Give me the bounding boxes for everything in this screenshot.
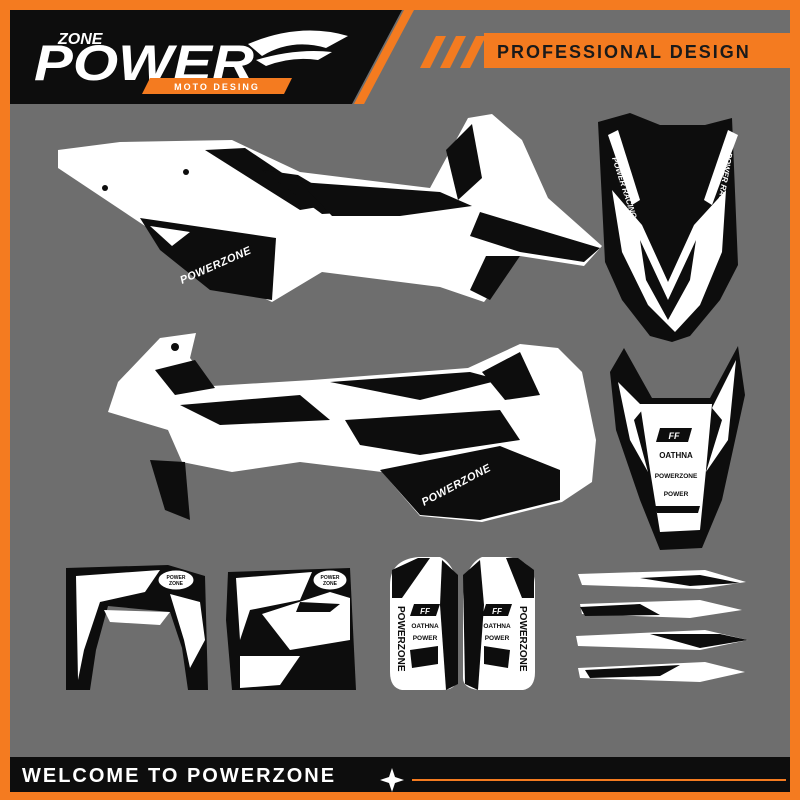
side-plate-slash [236,572,312,640]
fork-left-badge [410,604,440,616]
brand-logo: ZONE POWER MOTO DESING [33,30,348,94]
shroud-top-tail [470,256,520,300]
logo-block-edge [354,10,414,104]
shroud-top: POWERZONE [58,114,602,302]
side-plate-slash [240,656,300,688]
slash-accent [460,36,486,68]
slash-accent [420,36,446,68]
swingarm-strips [576,570,748,682]
front-fender-line [704,130,738,205]
header: ZONE POWER MOTO DESING PROFESSIONAL DESI… [10,10,790,104]
logo-bar-text: MOTO DESING [174,82,260,92]
swingarm-strip-accent [585,665,680,678]
front-plate-slash [104,610,170,625]
fork-right-stripe [484,646,510,668]
rear-fender-lightning [706,360,736,472]
fork-left-brand: POWERZONE [395,606,406,672]
footer-band [10,757,790,792]
mounting-hole [171,343,179,351]
footer: WELCOME TO POWERZONE [10,757,790,792]
shroud-bottom-brand-panel [380,446,560,520]
fork-right-tag: POWER [485,635,510,642]
footer-divider-line [412,779,786,781]
welcome-text: WELCOME TO POWERZONE [22,765,336,787]
side-number-plate: POWER ZONE [226,568,356,690]
fork-left-corner [392,558,430,598]
logo-small-text: ZONE [57,31,104,48]
side-plate-badge-line1: POWER [321,575,340,581]
shroud-top-accent [150,226,190,246]
side-plate-badge-line2: ZONE [323,581,338,587]
fork-left-band [440,560,458,690]
front-fender-chevron [612,190,726,332]
fork-left-sponsor: OATHNA [411,623,439,630]
fork-right-badge [482,604,512,616]
shroud-bottom-stripe [180,395,330,425]
fork-left-tag: POWER [413,635,438,642]
front-plate-badge-line2: ZONE [169,581,184,587]
shroud-bottom-stripe [482,352,540,400]
logo-swoosh [248,30,348,56]
front-fender: POWER RACING POWER RACING [598,113,738,342]
front-fender-line [608,130,640,205]
fork-right-badge-text: FF [492,607,503,616]
tagline-bar [484,33,790,68]
fork-right-band [463,560,484,690]
shroud-bottom-stripe [330,372,500,400]
front-number-plate: POWER ZONE [66,565,208,690]
swingarm-strip-accent [640,575,740,586]
shroud-bottom: POWERZONE [108,333,596,522]
rear-fender-badge [656,428,692,442]
shroud-bottom-tail [150,460,190,520]
logo-swoosh-lower [256,51,332,66]
fork-right-brand: POWERZONE [517,606,528,672]
rear-fender-stripe [655,506,700,513]
rear-fender-tag: POWER [664,491,689,498]
swingarm-strip-accent [650,634,748,648]
rear-fender-sponsor: OATHNA [659,451,693,460]
shroud-top-stripe [446,124,482,200]
fork-left-stripe [410,646,438,668]
mounting-hole [183,169,189,175]
slash-accent [440,36,466,68]
fork-guard-right: POWERZONE FF OATHNA POWER [463,557,535,690]
fork-right-sponsor: OATHNA [483,623,511,630]
shroud-bottom-stripe [155,360,215,395]
fork-guard-left: POWERZONE FF OATHNA POWER [390,557,458,690]
shroud-top-band [300,182,472,216]
sparkle-icon [380,768,404,792]
side-plate-badge [312,569,348,591]
shroud-top-stripe [470,212,600,262]
swingarm-strip-accent [580,604,660,616]
rear-fender-badge-text: FF [669,431,680,441]
rear-fender: FF OATHNA POWERZONE POWER [610,346,745,550]
front-plate-slash [170,594,205,668]
side-plate-stripe [296,602,340,612]
front-plate-badge [157,569,195,591]
logo-bar [142,78,292,94]
front-plate-slash [76,570,160,680]
fork-right-corner [506,558,534,598]
front-plate-badge-line1: POWER [167,575,186,581]
shroud-bottom-band [345,410,520,455]
fork-left-badge-text: FF [420,607,431,616]
mounting-hole [102,185,108,191]
front-fender-inner-v [640,240,696,320]
tagline-text: PROFESSIONAL DESIGN [497,42,751,62]
rear-fender-brand: POWERZONE [655,473,698,480]
